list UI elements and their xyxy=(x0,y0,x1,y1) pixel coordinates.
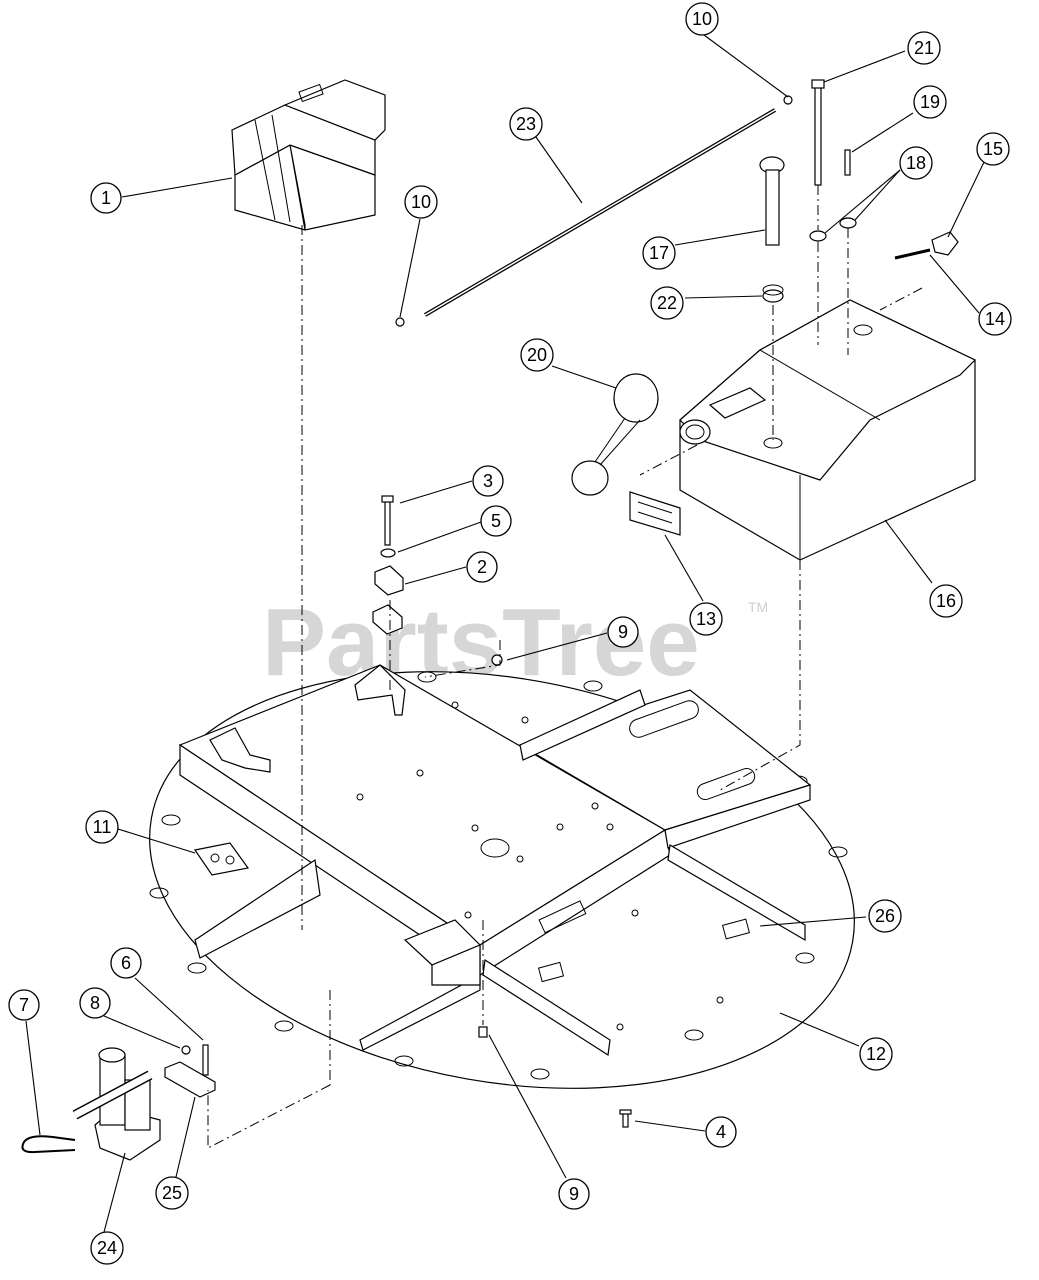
svg-text:20: 20 xyxy=(527,345,547,365)
svg-text:16: 16 xyxy=(936,591,956,611)
battery-box xyxy=(231,79,386,231)
decal-11 xyxy=(193,842,250,876)
svg-text:2: 2 xyxy=(477,557,487,577)
svg-text:10: 10 xyxy=(692,9,712,29)
svg-text:18: 18 xyxy=(906,153,926,173)
callout-26: 26 xyxy=(868,899,902,933)
svg-text:21: 21 xyxy=(914,38,934,58)
washers xyxy=(809,217,857,242)
watermark-tm: TM xyxy=(748,599,768,615)
ball-10a xyxy=(395,317,405,327)
decal-13 xyxy=(629,491,681,536)
svg-text:11: 11 xyxy=(93,817,112,837)
callout-1: 1 xyxy=(90,182,122,214)
pin-4 xyxy=(619,1109,632,1128)
rod xyxy=(423,108,777,317)
callout-23: 23 xyxy=(509,107,543,141)
bolt-clamp-stack xyxy=(372,495,404,635)
frame-assembly xyxy=(178,664,812,1057)
svg-text:5: 5 xyxy=(491,511,501,531)
callout-2: 2 xyxy=(466,551,498,583)
callout-10-left: 10 xyxy=(404,185,438,219)
callout-14: 14 xyxy=(978,302,1012,336)
callout-4: 4 xyxy=(705,1116,737,1148)
svg-text:14: 14 xyxy=(985,309,1005,329)
ball-10b xyxy=(783,95,793,105)
callout-11: 11 xyxy=(85,810,119,844)
svg-text:19: 19 xyxy=(920,92,940,112)
svg-text:7: 7 xyxy=(19,995,29,1015)
callout-16: 16 xyxy=(929,584,963,618)
grommet xyxy=(762,284,784,303)
callout-24: 24 xyxy=(90,1231,124,1265)
fuel-cap xyxy=(571,373,659,496)
svg-text:25: 25 xyxy=(162,1183,182,1203)
svg-text:24: 24 xyxy=(97,1238,117,1258)
leader-lines xyxy=(25,34,986,1233)
bracket-25 xyxy=(164,1044,216,1098)
callout-9-bottom: 9 xyxy=(558,1178,590,1210)
callout-9-top: 9 xyxy=(607,616,639,648)
callout-7: 7 xyxy=(8,989,40,1021)
svg-text:15: 15 xyxy=(983,139,1003,159)
fuel-tank xyxy=(679,299,977,561)
callout-13: 13 xyxy=(689,602,723,636)
svg-text:9: 9 xyxy=(618,622,628,642)
callout-8: 8 xyxy=(79,987,111,1019)
callout-15: 15 xyxy=(976,132,1010,166)
svg-text:4: 4 xyxy=(716,1122,726,1142)
callout-25: 25 xyxy=(155,1176,189,1210)
callout-3: 3 xyxy=(472,465,504,497)
alignment-lines xyxy=(207,185,923,1149)
svg-text:10: 10 xyxy=(411,192,431,212)
callout-21: 21 xyxy=(907,31,941,65)
svg-text:9: 9 xyxy=(569,1184,579,1204)
dipstick xyxy=(759,156,785,246)
svg-text:1: 1 xyxy=(101,188,111,208)
pin-21 xyxy=(811,79,825,186)
svg-text:3: 3 xyxy=(483,471,493,491)
callout-18: 18 xyxy=(899,146,933,180)
callout-22: 22 xyxy=(650,286,684,320)
svg-text:23: 23 xyxy=(516,114,536,134)
svg-text:13: 13 xyxy=(696,609,716,629)
svg-text:26: 26 xyxy=(875,906,895,926)
fitting xyxy=(894,231,959,260)
callout-12: 12 xyxy=(859,1037,893,1071)
callout-20: 20 xyxy=(520,338,554,372)
jack xyxy=(72,1047,161,1161)
svg-text:6: 6 xyxy=(121,953,131,973)
callout-17: 17 xyxy=(642,236,676,270)
svg-text:12: 12 xyxy=(866,1044,886,1064)
pin-19 xyxy=(844,149,851,176)
callout-10-top: 10 xyxy=(685,2,719,36)
svg-text:17: 17 xyxy=(649,243,669,263)
callout-6: 6 xyxy=(110,947,142,979)
svg-text:8: 8 xyxy=(90,993,100,1013)
callout-19: 19 xyxy=(913,85,947,119)
callout-5: 5 xyxy=(480,505,512,537)
svg-text:22: 22 xyxy=(657,293,677,313)
nut-9b xyxy=(478,1026,488,1038)
handle xyxy=(21,1135,76,1154)
